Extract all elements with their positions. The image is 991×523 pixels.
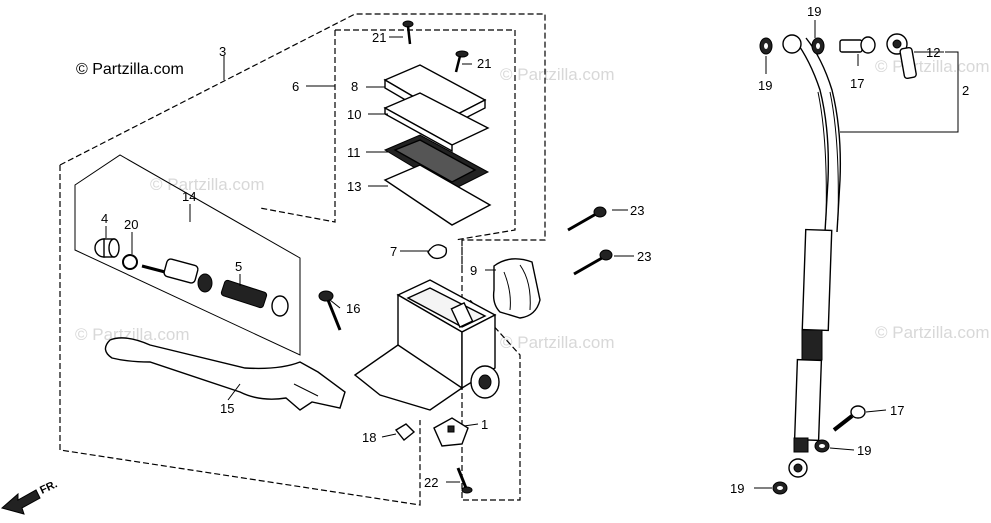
sealing-washer[interactable]	[772, 481, 788, 495]
hose-group-bracket	[840, 51, 959, 133]
boot[interactable]	[94, 238, 120, 258]
callout-11: 11	[347, 145, 361, 160]
callout-18: 18	[362, 430, 376, 445]
callout-19-bottom: 19	[730, 481, 744, 496]
holder-bolt-upper[interactable]	[567, 206, 607, 232]
callout-23-lower: 23	[637, 249, 651, 264]
watermark: © Partzilla.com	[75, 325, 190, 344]
lever-pivot-bolt[interactable]	[318, 290, 342, 331]
callout-7: 7	[390, 244, 397, 259]
diaphragm-plate[interactable]	[383, 92, 490, 153]
callout-19-top: 19	[807, 4, 821, 19]
callout-23-upper: 23	[630, 203, 644, 218]
circlip[interactable]	[122, 254, 138, 270]
callout-14: 14	[182, 189, 196, 204]
callout-3: 3	[219, 44, 226, 59]
switch-screw[interactable]	[456, 467, 473, 494]
brake-light-switch[interactable]	[433, 417, 469, 447]
piston-kit-box	[74, 154, 301, 356]
assembly-outline	[59, 13, 546, 506]
holder-bolt-lower[interactable]	[573, 249, 613, 276]
callout-4: 4	[101, 211, 108, 226]
callout-12: 12	[926, 45, 940, 60]
copyright-text: © Partzilla.com	[76, 61, 184, 78]
oil-bolt[interactable]	[839, 36, 876, 54]
clip[interactable]	[427, 244, 448, 260]
callout-21-top: 21	[372, 30, 386, 45]
master-cylinder-body[interactable]	[353, 279, 500, 411]
callout-8: 8	[351, 79, 358, 94]
callout-2: 2	[962, 83, 969, 98]
brake-hose[interactable]	[782, 34, 842, 478]
screw-21-top[interactable]	[402, 20, 414, 45]
callout-16: 16	[346, 301, 360, 316]
sealing-washer[interactable]	[814, 439, 830, 453]
svg-text:FR.: FR.	[38, 478, 59, 496]
sealing-washer[interactable]	[811, 37, 825, 55]
callout-13: 13	[347, 179, 361, 194]
front-direction-arrow: FR.	[0, 478, 59, 515]
lever-pivot-nut[interactable]	[394, 423, 416, 441]
piston[interactable]	[141, 258, 213, 293]
leader-lines	[105, 20, 944, 489]
callout-labels: 3 6 8 10 11 13 21 21 7 9 23 23 16 14 4 2…	[101, 4, 969, 496]
callout-10: 10	[347, 107, 361, 122]
callout-17-bottom: 17	[890, 403, 904, 418]
reservoir-group-outline	[259, 29, 516, 241]
watermark: © Partzilla.com	[150, 175, 265, 194]
master-cylinder-holder[interactable]	[492, 258, 541, 319]
callout-1: 1	[481, 417, 488, 432]
brake-lever[interactable]	[104, 337, 346, 411]
callout-5: 5	[235, 259, 242, 274]
spring-cup-set[interactable]	[220, 279, 289, 317]
callout-9: 9	[470, 263, 477, 278]
watermark: © Partzilla.com	[500, 65, 615, 84]
banjo-joint[interactable]	[886, 33, 917, 80]
float-plate[interactable]	[383, 164, 492, 226]
watermark: © Partzilla.com	[500, 333, 615, 352]
callout-21-right: 21	[477, 56, 491, 71]
callout-17-top: 17	[850, 76, 864, 91]
callout-15: 15	[220, 401, 234, 416]
oil-bolt[interactable]	[832, 405, 866, 432]
callout-20: 20	[124, 217, 138, 232]
callout-19-mid: 19	[857, 443, 871, 458]
callout-22: 22	[424, 475, 438, 490]
sealing-washer[interactable]	[759, 37, 773, 55]
callout-19-left: 19	[758, 78, 772, 93]
callout-6: 6	[292, 79, 299, 94]
watermark: © Partzilla.com	[875, 323, 990, 342]
screw-21-right[interactable]	[454, 50, 469, 73]
